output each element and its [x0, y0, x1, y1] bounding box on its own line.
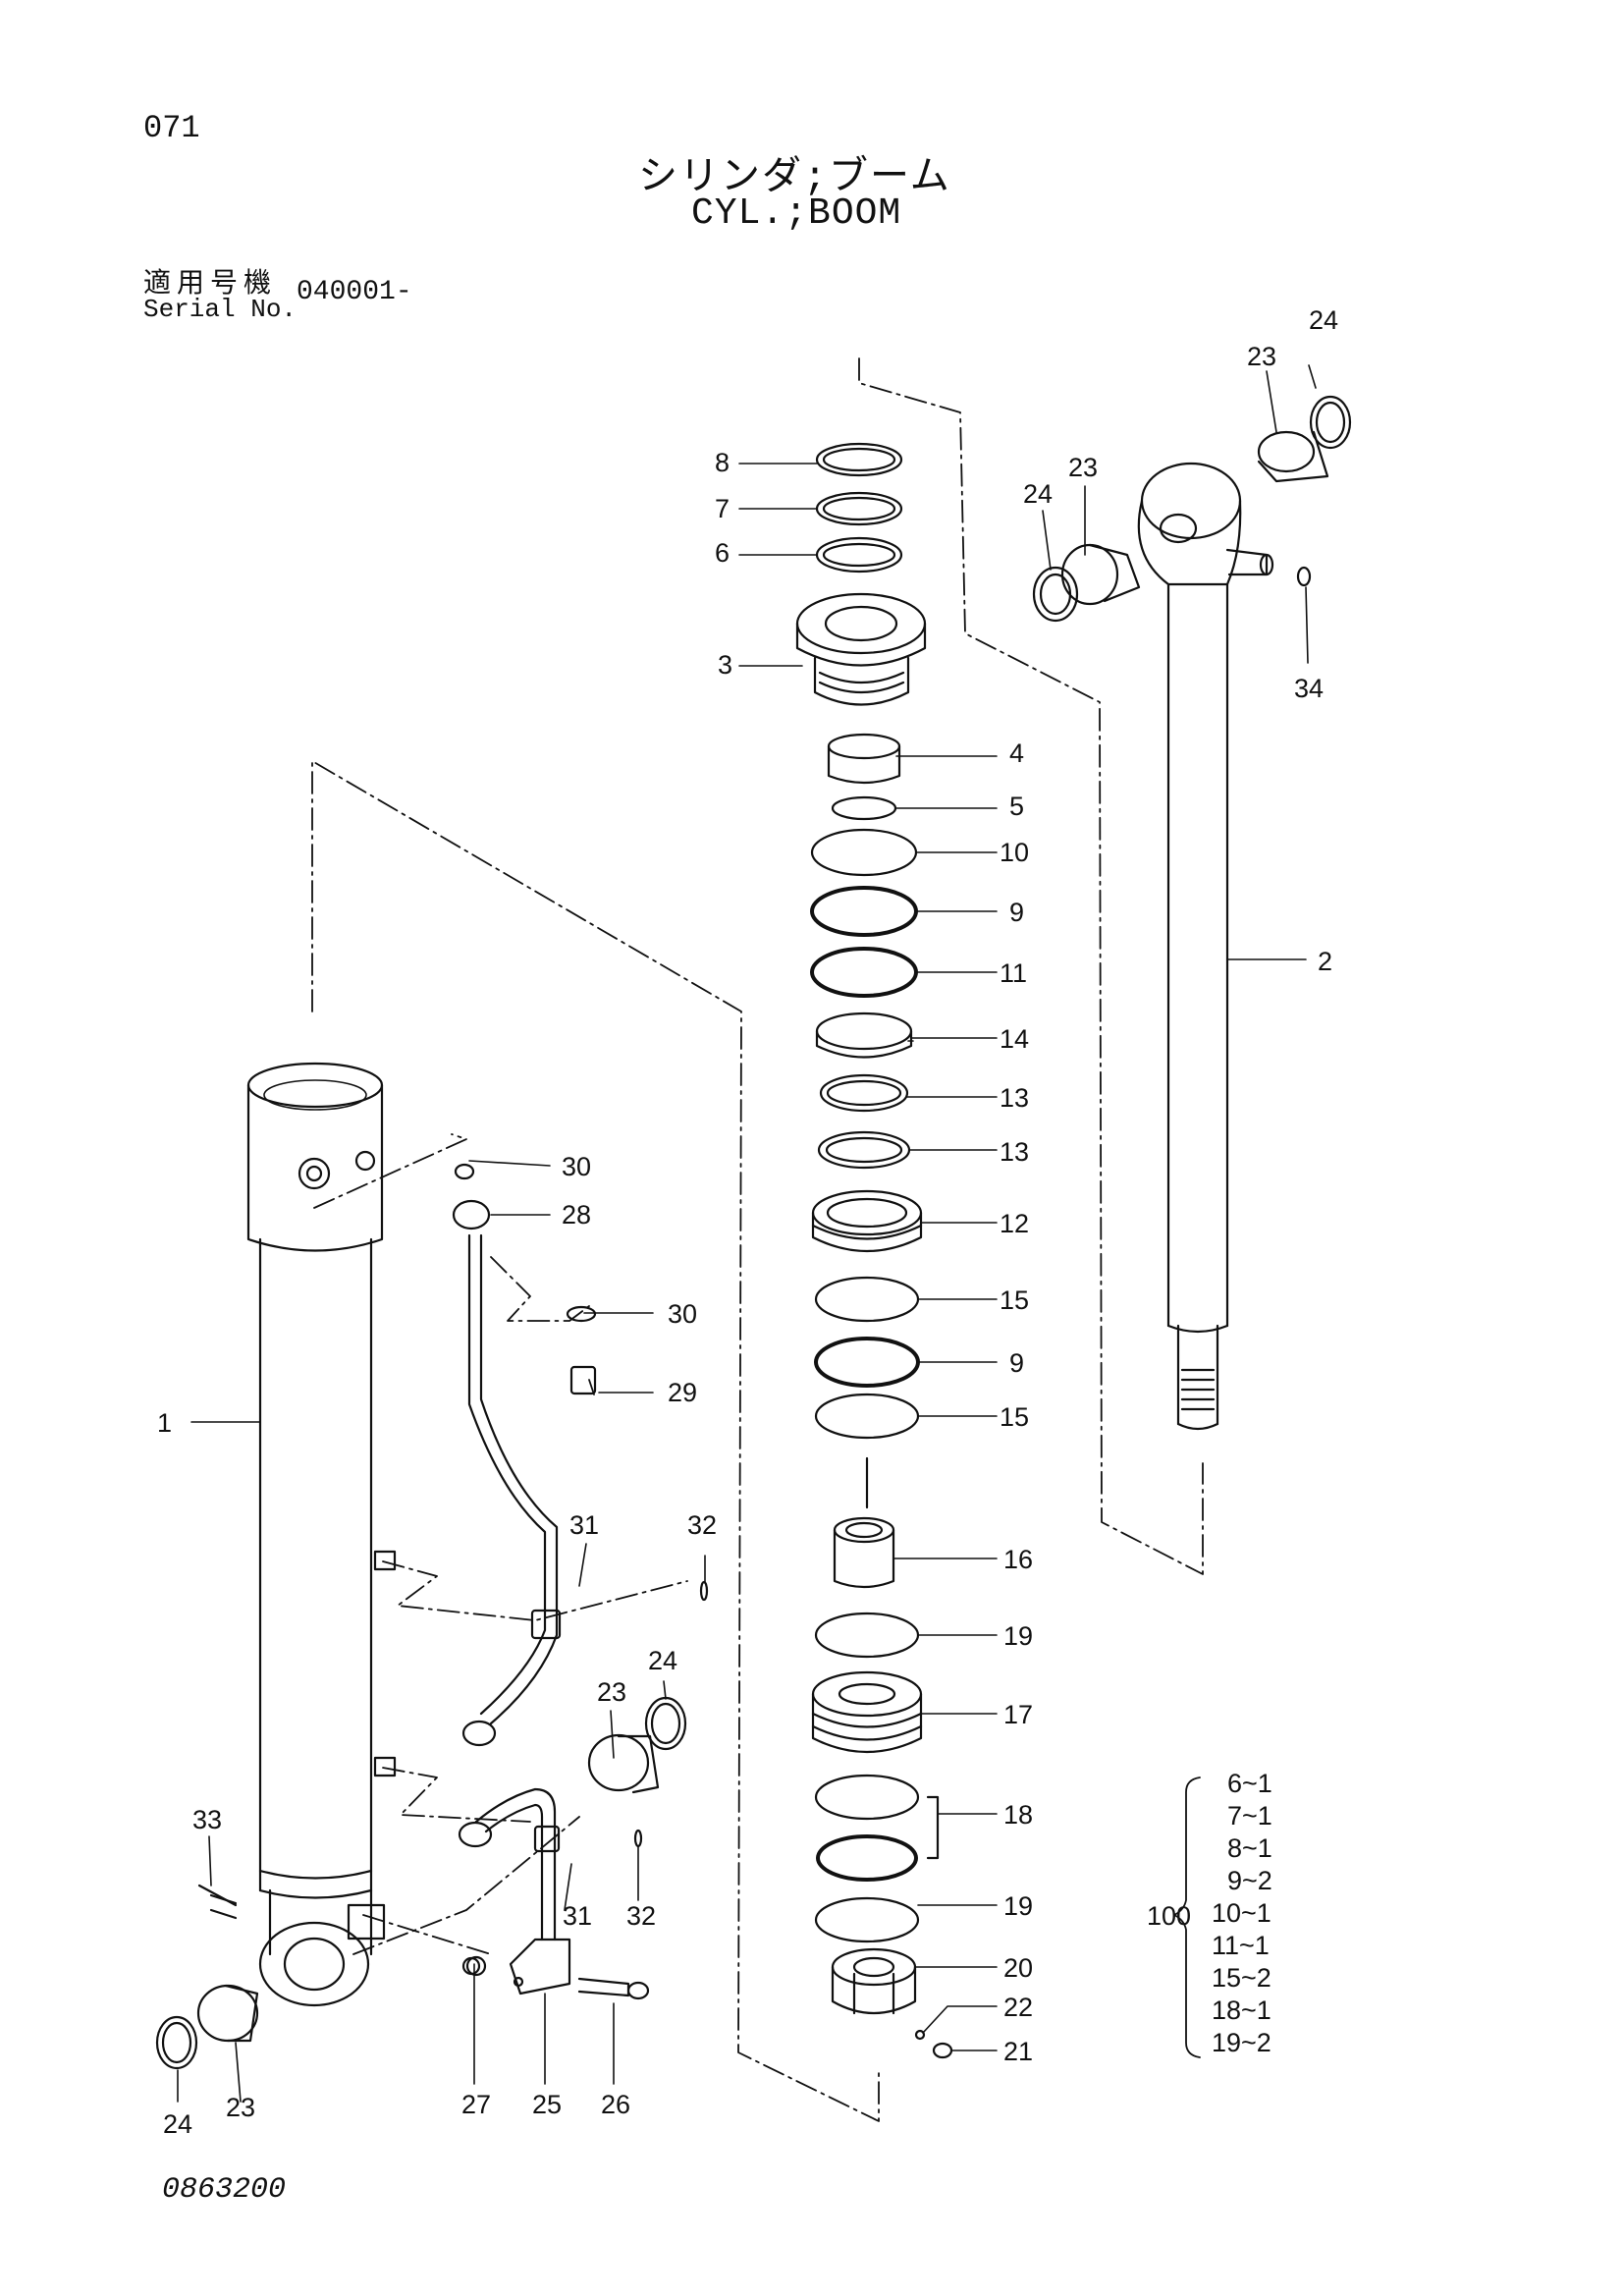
callout-32b: 32	[626, 1901, 656, 1931]
ring-part-19-upper	[814, 1612, 920, 1659]
rod-side-seals	[815, 442, 903, 574]
rod-cover-part-3	[795, 592, 927, 706]
callout-23-bottom: 23	[226, 2093, 255, 2122]
callout-28: 28	[562, 1200, 591, 1230]
kit-item: 7~1	[1227, 1801, 1272, 1831]
callout-19b: 19	[1003, 1891, 1033, 1921]
callout-9a: 9	[1009, 898, 1024, 927]
callout-31b: 31	[563, 1901, 592, 1931]
serial-label-japanese: 適用号機	[143, 270, 278, 301]
spacer-part-16	[833, 1516, 895, 1589]
cylinder-barrel-part-1	[246, 1062, 397, 2007]
callout-15a: 15	[1000, 1285, 1029, 1315]
callout-24-left: 24	[648, 1646, 677, 1675]
callout-6: 6	[715, 538, 730, 568]
callout-21: 21	[1003, 2037, 1033, 2066]
callout-23-left: 23	[597, 1677, 626, 1707]
callout-13a: 13	[1000, 1083, 1029, 1113]
hose-assembly	[197, 1163, 709, 2000]
callout-20: 20	[1003, 1953, 1033, 1983]
callout-23-top: 23	[1247, 342, 1276, 371]
callout-30a: 30	[562, 1152, 591, 1181]
callout-18: 18	[1003, 1800, 1033, 1830]
callout-17: 17	[1003, 1700, 1033, 1729]
piston-part-17	[811, 1670, 923, 1753]
callout-numbers: 1 2 3 4 5 6 7 8 9 10 11 14 13 13 12 15 9…	[157, 305, 1338, 2139]
callout-1: 1	[157, 1408, 172, 1438]
screw-part-21	[932, 2042, 953, 2059]
leader-lines	[177, 364, 1317, 2103]
callout-5: 5	[1009, 792, 1024, 821]
callout-24-bottom: 24	[163, 2109, 192, 2139]
drawing-number: 0863200	[162, 2173, 287, 2207]
bushing-part-4	[827, 733, 901, 785]
page-title-english: CYL.;BOOM	[691, 192, 902, 235]
kit-item: 6~1	[1227, 1769, 1272, 1798]
piston-part-12	[811, 1189, 923, 1252]
kit-brace	[1173, 1777, 1201, 2058]
ring-part-19-lower	[814, 1896, 920, 1943]
callout-23-mid: 23	[1068, 453, 1098, 482]
callout-24-mid: 24	[1023, 479, 1053, 509]
ring-part-5	[831, 795, 897, 821]
piston-rod-part-2	[1137, 462, 1274, 1431]
callout-33: 33	[192, 1805, 222, 1834]
callout-29: 29	[668, 1378, 697, 1407]
callout-12: 12	[1000, 1209, 1029, 1238]
callout-25: 25	[532, 2090, 562, 2119]
kit-item: 10~1	[1212, 1898, 1271, 1928]
callout-16: 16	[1003, 1545, 1033, 1574]
callout-32a: 32	[687, 1510, 717, 1540]
callout-13b: 13	[1000, 1137, 1029, 1167]
serial-number-value: 040001-	[297, 277, 412, 307]
seal-stack-center	[810, 828, 918, 1170]
callout-15b: 15	[1000, 1402, 1029, 1432]
kit-item: 11~1	[1212, 1931, 1270, 1960]
serial-label-english: Serial No.	[143, 295, 298, 324]
callout-30b: 30	[668, 1299, 697, 1329]
pin-bushings	[155, 395, 1352, 2070]
assembly-guide-lines	[311, 357, 1204, 2122]
callout-19a: 19	[1003, 1621, 1033, 1651]
kit-list: 100 6~1 7~1 8~1 9~2 10~1 11~1 15~2 18~1 …	[1147, 1769, 1272, 2057]
callout-22: 22	[1003, 1993, 1033, 2022]
callout-4: 4	[1009, 738, 1024, 768]
kit-item: 15~2	[1212, 1963, 1271, 1993]
nut-part-20	[831, 1947, 917, 2015]
seal-set-part-18	[814, 1774, 940, 1882]
callout-7: 7	[715, 494, 730, 523]
callout-2: 2	[1318, 947, 1332, 976]
callout-14: 14	[1000, 1024, 1029, 1054]
callout-27: 27	[461, 2090, 491, 2119]
callout-10: 10	[1000, 838, 1029, 867]
page-number: 071	[143, 110, 200, 146]
kit-item: 9~2	[1227, 1866, 1272, 1895]
callout-3: 3	[718, 650, 732, 680]
kit-number: 100	[1147, 1901, 1191, 1931]
rings-lower-center	[814, 1276, 920, 1509]
kit-item: 18~1	[1212, 1995, 1271, 2025]
callout-26: 26	[601, 2090, 630, 2119]
callout-24-top: 24	[1309, 305, 1338, 335]
kit-item: 19~2	[1212, 2028, 1271, 2057]
callout-11: 11	[1000, 958, 1027, 988]
callout-34: 34	[1294, 674, 1324, 703]
page-title-japanese: シリンダ;ブーム	[638, 157, 951, 201]
callout-9b: 9	[1009, 1348, 1024, 1378]
kit-item: 8~1	[1227, 1833, 1272, 1863]
callout-8: 8	[715, 448, 730, 477]
callout-31a: 31	[569, 1510, 599, 1540]
ball-part-22	[914, 2029, 926, 2041]
